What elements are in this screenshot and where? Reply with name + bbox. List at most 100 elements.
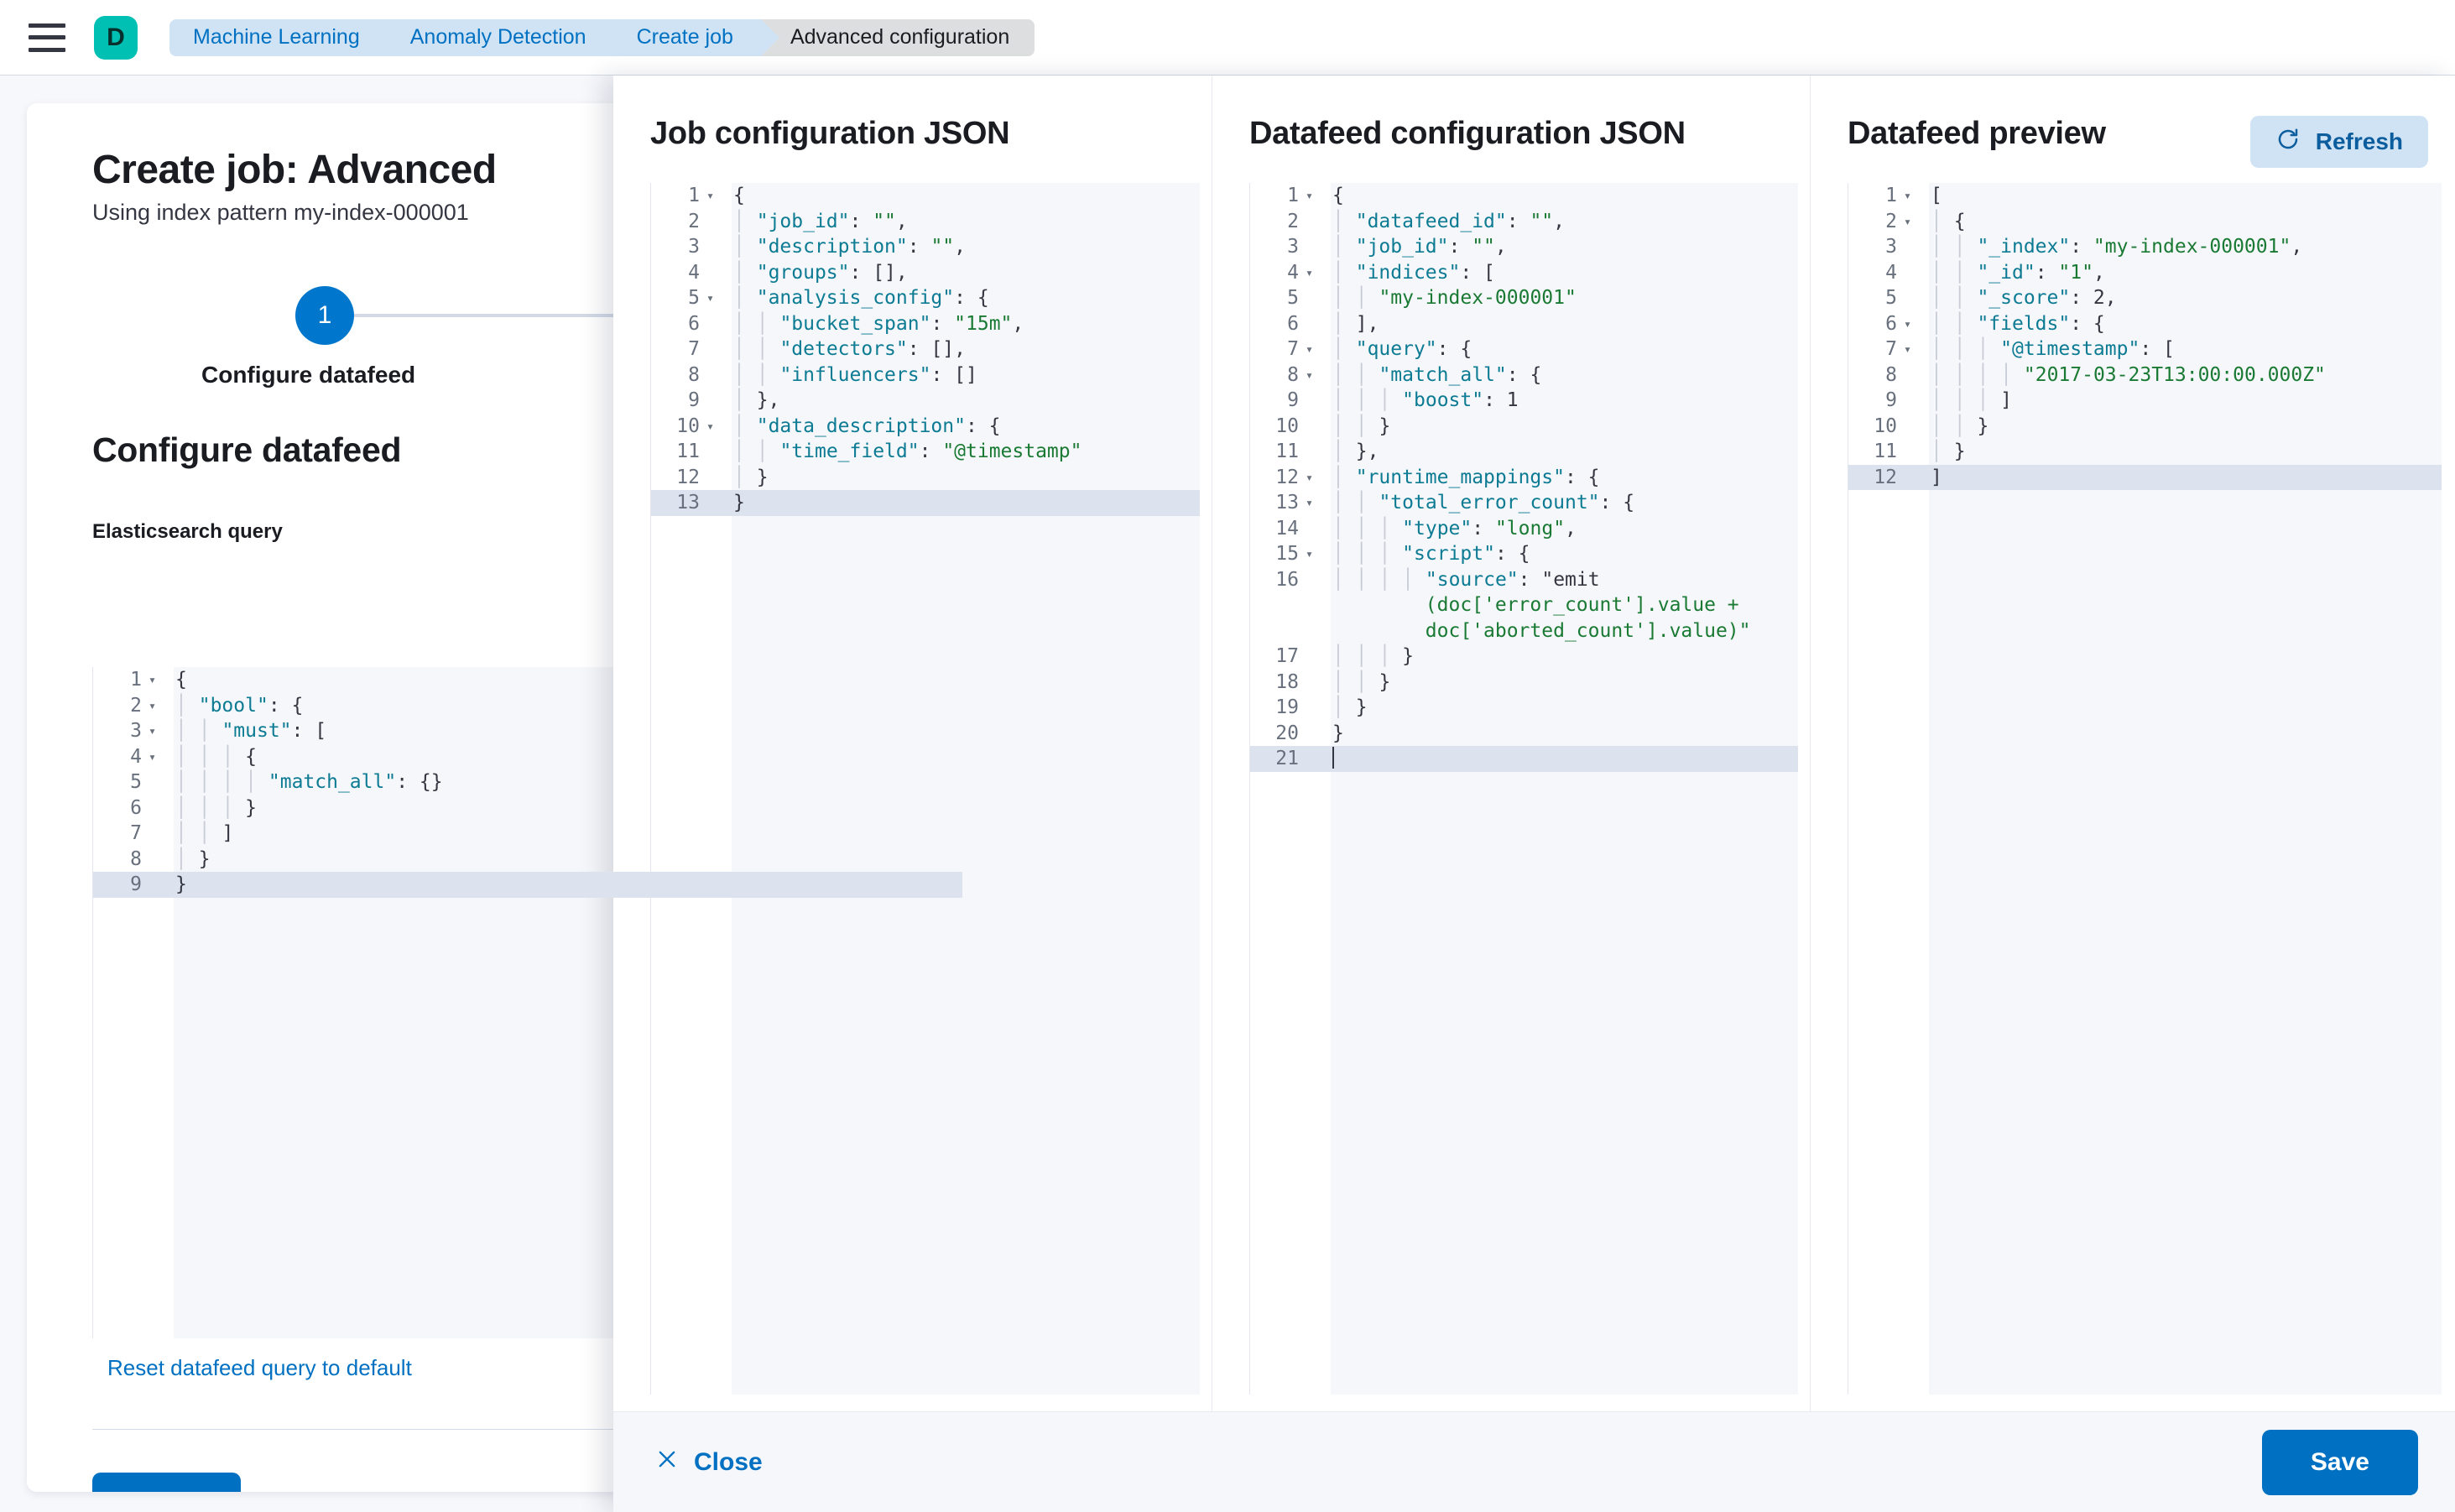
workspace-logo-badge[interactable]: D [94, 15, 138, 60]
code-line[interactable]: 20} [1250, 721, 1798, 747]
code-line[interactable]: 2▾│ "bool": { [93, 693, 962, 719]
fold-toggle-icon[interactable]: ▾ [706, 290, 715, 305]
hamburger-menu-icon[interactable] [29, 23, 65, 52]
code-line[interactable]: 8│ │ │ │ "2017-03-23T13:00:00.000Z" [1848, 362, 2442, 388]
code-line[interactable]: 1▾{ [651, 183, 1200, 209]
code-text: } [733, 492, 745, 514]
fold-toggle-icon[interactable]: ▾ [1306, 546, 1314, 561]
reset-datafeed-query-link[interactable]: Reset datafeed query to default [107, 1355, 412, 1380]
fold-toggle-icon[interactable]: ▾ [149, 672, 157, 687]
code-line[interactable]: 12│ } [651, 465, 1200, 491]
datafeed-preview-editor[interactable]: 1▾[2▾│ {3│ │ "_index": "my-index-000001"… [1848, 183, 2442, 1395]
code-line[interactable]: 11│ } [1848, 439, 2442, 465]
code-line[interactable]: 15▾│ │ │ "script": { [1250, 541, 1798, 567]
code-line[interactable]: 6│ │ "bucket_span": "15m", [651, 311, 1200, 337]
code-line[interactable]: 3│ │ "_index": "my-index-000001", [1848, 234, 2442, 260]
fold-toggle-icon[interactable]: ▾ [1306, 342, 1314, 357]
code-line[interactable]: 5│ │ │ │ "match_all": {} [93, 769, 962, 795]
fold-toggle-icon[interactable]: ▾ [1306, 264, 1314, 280]
code-line[interactable]: 7▾│ │ │ "@timestamp": [ [1848, 336, 2442, 362]
next-button[interactable]: Next ❯ [92, 1473, 241, 1492]
code-line[interactable]: 7▾│ "query": { [1250, 336, 1798, 362]
breadcrumb-item-anomaly-detection[interactable]: Anomaly Detection [388, 18, 633, 56]
save-button[interactable]: Save [2261, 1429, 2418, 1495]
code-line[interactable]: 14│ │ │ "type": "long", [1250, 516, 1798, 542]
code-line[interactable]: 6│ │ │ } [93, 795, 962, 821]
code-text: │ "indices": [ [1332, 261, 1495, 284]
datafeed-configuration-editor[interactable]: 1▾{2│ "datafeed_id": "",3│ "job_id": "",… [1249, 183, 1798, 1395]
fold-toggle-icon[interactable]: ▾ [1306, 367, 1314, 383]
stepper-step-1-circle[interactable]: 1 [295, 286, 354, 345]
breadcrumb-item-label: Anomaly Detection [409, 25, 586, 49]
fold-toggle-icon[interactable]: ▾ [706, 418, 715, 434]
code-line[interactable]: 3│ "description": "", [651, 234, 1200, 260]
code-line[interactable]: 12▾│ "runtime_mappings": { [1250, 465, 1798, 491]
datafeed-preview-title: Datafeed preview [1848, 116, 2106, 151]
fold-toggle-icon[interactable]: ▾ [1306, 469, 1314, 485]
edit-json-link[interactable]: Edit JSON [327, 1488, 442, 1492]
code-line[interactable]: 5│ │ "_score": 2, [1848, 285, 2442, 311]
code-line[interactable]: 3▾│ │ "must": [ [93, 718, 962, 744]
query-field-label: Elasticsearch query [92, 520, 283, 543]
code-line[interactable]: 11│ │ "time_field": "@timestamp" [651, 439, 1200, 465]
code-line[interactable]: 16│ │ │ │ "source": "emit (doc['error_co… [1250, 567, 1798, 644]
code-line[interactable]: 8│ │ "influencers": [] [651, 362, 1200, 388]
code-line[interactable]: 6▾│ │ "fields": { [1848, 311, 2442, 337]
code-line[interactable]: 6│ ], [1250, 311, 1798, 337]
fold-toggle-icon[interactable]: ▾ [1904, 315, 1912, 331]
line-number: 20 [1275, 722, 1299, 744]
fold-toggle-icon[interactable]: ▾ [1904, 213, 1912, 229]
breadcrumb-item-create-job[interactable]: Create job [614, 18, 779, 56]
code-line[interactable]: 4▾│ "indices": [ [1250, 260, 1798, 286]
code-line[interactable]: 1▾{ [1250, 183, 1798, 209]
close-button[interactable]: Close [650, 1447, 768, 1478]
line-number: 8 [130, 847, 142, 870]
code-line[interactable]: 13▾│ │ "total_error_count": { [1250, 490, 1798, 516]
code-line[interactable]: 18│ │ } [1250, 670, 1798, 696]
fold-toggle-icon[interactable]: ▾ [149, 723, 157, 738]
refresh-button[interactable]: Refresh [2249, 116, 2428, 168]
code-line[interactable]: 5│ │ "my-index-000001" [1250, 285, 1798, 311]
line-number: 6 [1287, 312, 1299, 335]
code-line[interactable]: 2│ "datafeed_id": "", [1250, 209, 1798, 235]
code-line[interactable]: 4│ │ "_id": "1", [1848, 260, 2442, 286]
fold-toggle-icon[interactable]: ▾ [149, 748, 157, 764]
code-line[interactable]: 9│ │ │ "boost": 1 [1250, 388, 1798, 414]
code-line[interactable]: 2▾│ { [1848, 209, 2442, 235]
code-line[interactable]: 7│ │ "detectors": [], [651, 336, 1200, 362]
code-line[interactable]: 9│ }, [651, 388, 1200, 414]
code-line[interactable]: 11│ }, [1250, 439, 1798, 465]
section-title: Configure datafeed [92, 430, 402, 469]
code-line[interactable]: 3│ "job_id": "", [1250, 234, 1798, 260]
code-line[interactable]: 13} [651, 490, 1200, 516]
code-line[interactable]: 8│ } [93, 847, 962, 873]
fold-toggle-icon[interactable]: ▾ [1306, 188, 1314, 203]
fold-toggle-icon[interactable]: ▾ [1904, 188, 1912, 203]
code-text: │ "analysis_config": { [733, 287, 989, 309]
code-line[interactable]: 19│ } [1250, 695, 1798, 721]
fold-toggle-icon[interactable]: ▾ [1904, 342, 1912, 357]
code-line[interactable]: 21 [1250, 746, 1798, 772]
code-line[interactable]: 9│ │ │ ] [1848, 388, 2442, 414]
fold-toggle-icon[interactable]: ▾ [149, 697, 157, 713]
code-line[interactable]: 8▾│ │ "match_all": { [1250, 362, 1798, 388]
fold-toggle-icon[interactable]: ▾ [1306, 495, 1314, 510]
code-line[interactable]: 10│ │ } [1848, 414, 2442, 440]
code-line[interactable]: 7│ │ ] [93, 821, 962, 847]
code-line[interactable]: 1▾[ [1848, 183, 2442, 209]
code-line[interactable]: 17│ │ │ } [1250, 644, 1798, 670]
breadcrumb-chevron-icon [387, 18, 406, 56]
code-line[interactable]: 10▾│ "data_description": { [651, 414, 1200, 440]
code-line[interactable]: 12] [1848, 464, 2442, 490]
job-configuration-editor[interactable]: 1▾{2│ "job_id": "",3│ "description": "",… [650, 183, 1200, 1395]
code-line[interactable]: 5▾│ "analysis_config": { [651, 285, 1200, 311]
code-line[interactable]: 9} [93, 872, 962, 898]
code-line[interactable]: 4│ "groups": [], [651, 260, 1200, 286]
code-line[interactable]: 4▾│ │ │ { [93, 744, 962, 770]
code-line[interactable]: 1▾{ [93, 667, 962, 693]
code-line[interactable]: 2│ "job_id": "", [651, 209, 1200, 235]
code-line[interactable]: 10│ │ } [1250, 414, 1798, 440]
breadcrumb-item-machine-learning[interactable]: Machine Learning [169, 18, 406, 56]
fold-toggle-icon[interactable]: ▾ [706, 188, 715, 203]
line-number: 15 [1275, 543, 1299, 565]
